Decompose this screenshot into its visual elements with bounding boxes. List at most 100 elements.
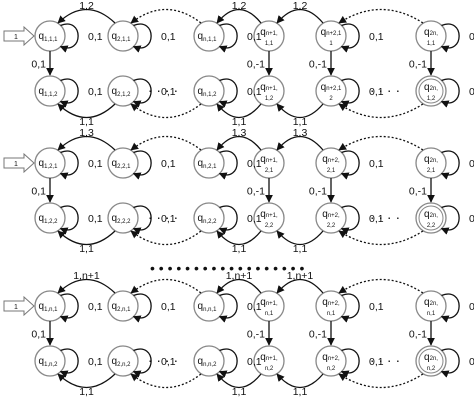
loop-top-2 (218, 293, 238, 323)
state-q2n-bottom-circle[interactable] (415, 202, 447, 234)
state-qn2-bottom-circle[interactable] (315, 202, 347, 234)
arc-bottom-qn-q2 (130, 103, 202, 119)
loop-top-2 (218, 23, 238, 53)
loop-top-0 (59, 23, 79, 53)
state-q2n-bottom-circle[interactable] (415, 75, 447, 107)
state-qn-top-label: qn,n,1 (198, 301, 218, 313)
loop-bottom-0-label: 0,1 (88, 356, 103, 368)
input-arrow-label: 1 (14, 161, 18, 168)
down-arrow-qn2-label: 0,-1 (309, 59, 327, 71)
state-q2-bottom-circle[interactable] (107, 202, 139, 234)
state-qn-top-circle[interactable] (193, 20, 225, 52)
state-q2n-bottom-circle[interactable] (415, 345, 447, 377)
down-arrow-q2n-label: 0,-1 (409, 329, 427, 341)
state-q2-top-circle[interactable] (107, 147, 139, 179)
loop-top-1 (132, 293, 152, 323)
state-q2n-bottom-label-line2: 2,2 (427, 223, 436, 229)
loop-bottom-4-label: 0,1 (369, 213, 384, 225)
loop-top-0 (59, 293, 79, 323)
state-qn-bottom-circle[interactable] (193, 345, 225, 377)
state-q2-top-circle[interactable] (107, 290, 139, 322)
state-q1-bottom-circle[interactable] (34, 75, 66, 107)
loop-bottom-5 (440, 78, 460, 108)
state-qn2-bottom-label-line1: qn+2,1 (321, 82, 342, 93)
arc-bottom-qn2-qn1 (276, 230, 324, 246)
state-qn2-bottom-circle[interactable] (315, 75, 347, 107)
state-qn-bottom-circle[interactable] (193, 75, 225, 107)
loop-bottom-5-label: 0,1 (469, 213, 474, 225)
state-qn-bottom-label: qn,2,2 (198, 213, 218, 225)
input-arrow-shape (3, 25, 35, 47)
loop-bottom-1 (132, 78, 152, 108)
arc-bottom-qn2-qn1-label: 1,1 (293, 116, 308, 128)
state-qn-bottom-circle[interactable] (193, 202, 225, 234)
loop-bottom-2 (218, 205, 238, 235)
arc-top-q2-q1-label: 1,n+1 (73, 270, 100, 282)
row-dots-left: · · · · (148, 352, 178, 368)
arc-top-qn2-qn1-label: 1,n+1 (287, 270, 314, 282)
loop-bottom-0-label: 0,1 (88, 213, 103, 225)
state-q1-bottom-circle[interactable] (34, 345, 66, 377)
state-qn1-top-label-line1: qn+1, (260, 27, 278, 38)
state-qn1-top-label-line2: 1,1 (265, 41, 274, 47)
state-qn1-bottom-circle[interactable] (253, 202, 285, 234)
loop-top-1-label: 0,1 (161, 31, 176, 43)
loop-top-1 (132, 23, 152, 53)
state-qn1-bottom-label-line2: 2,2 (265, 223, 274, 229)
input-arrow-label: 1 (14, 34, 18, 41)
state-q2n-top-label-line1: q2n, (424, 297, 438, 308)
loop-top-4-label: 0,1 (369, 158, 384, 170)
arc-top-q2-q1 (57, 136, 116, 151)
row-dots-right: · · · · (370, 82, 400, 98)
arc-top-q2n-qn2 (338, 278, 424, 294)
down-arrow-qn2-label: 0,-1 (309, 186, 327, 198)
state-qn2-top-label-line1: qn+2,1 (321, 27, 342, 38)
arc-top-qn2-qn1 (276, 8, 324, 24)
state-q2-bottom-circle[interactable] (107, 75, 139, 107)
state-qn1-top-label-line1: qn+1, (260, 297, 278, 308)
state-q2-top-circle[interactable] (107, 20, 139, 52)
arc-top-q2-q1-label: 1,2 (79, 0, 94, 12)
loop-top-5 (440, 150, 460, 180)
state-qn-top-circle[interactable] (193, 290, 225, 322)
loop-bottom-0 (59, 348, 79, 378)
state-q2n-bottom-label-line2: n,2 (427, 366, 436, 372)
state-qn1-bottom-label-line2: 1,2 (265, 96, 274, 102)
input-arrow: 1 (3, 25, 35, 47)
arc-top-qn1-qn-label: 1,2 (232, 0, 247, 12)
loop-top-1-label: 0,1 (161, 301, 176, 313)
loop-top-2-label: 0,1 (247, 158, 262, 170)
arc-bottom-qn1-qn-label: 1,1 (232, 116, 247, 128)
state-q1-bottom-circle[interactable] (34, 202, 66, 234)
state-qn1-bottom-circle[interactable] (253, 75, 285, 107)
state-qn2-bottom-label-line2: 2 (329, 96, 333, 102)
state-q1-bottom-label: q1,n,2 (39, 356, 59, 368)
state-q2n-bottom-label-line1: q2n, (424, 209, 438, 220)
loop-bottom-0 (59, 78, 79, 108)
arc-bottom-q2n-qn2 (338, 230, 424, 246)
row-dots-left: · · · · (148, 82, 178, 98)
loop-bottom-5 (440, 205, 460, 235)
loop-bottom-4 (340, 205, 360, 235)
input-arrow-shape (3, 295, 35, 317)
loop-top-5-label: 0,1 (469, 31, 474, 43)
loop-bottom-4 (340, 78, 360, 108)
row-dots-right: · · · · (370, 352, 400, 368)
arc-bottom-qn1-qn-label: 1,1 (232, 243, 247, 255)
loop-top-5 (440, 23, 460, 53)
loop-top-4-label: 0,1 (369, 301, 384, 313)
arc-top-qn1-qn-label: 1,3 (232, 127, 247, 139)
row-dots-right: · · · · (370, 209, 400, 225)
state-qn1-bottom-circle[interactable] (253, 345, 285, 377)
middle-dots: • • • • • • • • • • • • • • • • • • (150, 260, 304, 276)
state-qn-top-circle[interactable] (193, 147, 225, 179)
state-q1-bottom-label: q1,2,2 (39, 213, 59, 225)
arc-top-q2-q1 (57, 9, 116, 24)
state-q2-bottom-circle[interactable] (107, 345, 139, 377)
loop-top-5 (440, 293, 460, 323)
state-qn2-bottom-circle[interactable] (315, 345, 347, 377)
arc-top-q2n-qn2 (338, 135, 424, 151)
state-q2n-bottom-label-line1: q2n, (424, 352, 438, 363)
